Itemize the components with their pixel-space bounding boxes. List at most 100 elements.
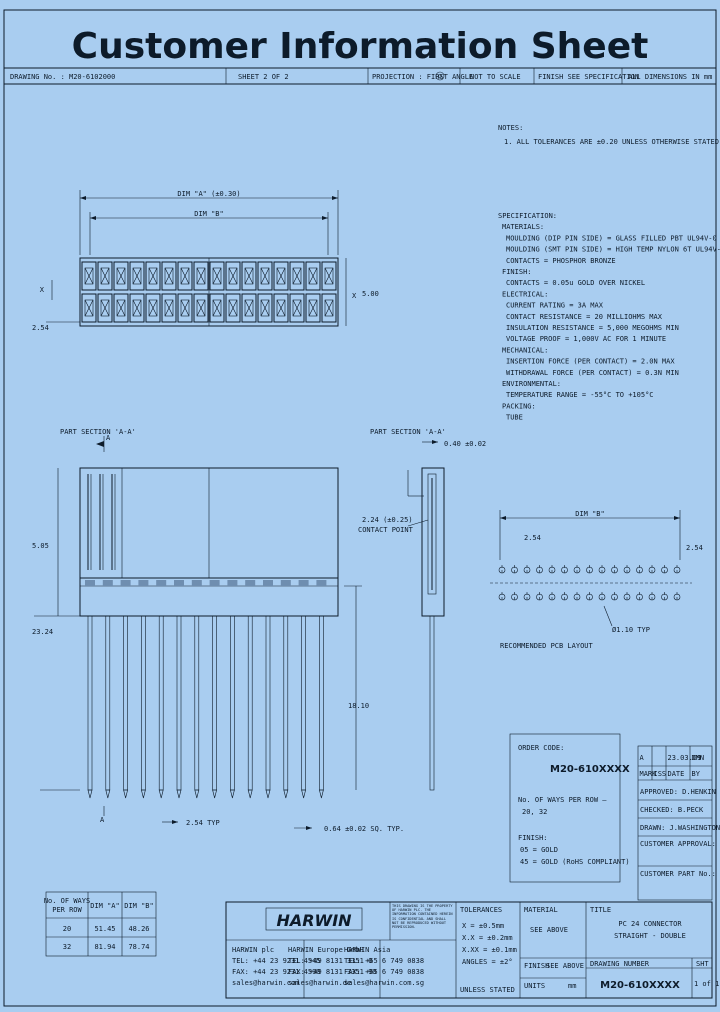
revision-cell: MARK	[640, 770, 658, 778]
header-drawing-no: DRAWING No. : M20-6102000	[10, 73, 115, 81]
pin	[85, 580, 95, 799]
spec-line: CURRENT RATING = 3A MAX	[506, 302, 604, 310]
contact-cell	[113, 261, 129, 291]
order-heading: ORDER CODE:	[518, 744, 564, 752]
header-finish: FINISH SEE SPECIFICATION	[538, 73, 639, 81]
ways-cell: 81.94	[94, 943, 115, 951]
ways-cell: 51.45	[94, 925, 115, 933]
spec-line: PACKING:	[502, 402, 536, 410]
ways-header: DIM "A"	[90, 902, 120, 910]
order-code: M20-610XXXX	[550, 764, 630, 775]
contact-cell	[241, 261, 257, 291]
units-value: mm	[568, 982, 576, 990]
contact-cell	[145, 293, 161, 323]
logo-text: HARWIN	[276, 911, 352, 930]
revision-cell: DATE	[668, 770, 685, 778]
dim-500: 5.00	[362, 290, 379, 298]
dim-2324: 23.24	[32, 628, 53, 636]
revision-block: APPROVED: D.HENKIN CHECKED: B.PECK DRAWN…	[637, 745, 720, 901]
dim-505: 5.05	[32, 542, 49, 550]
contact-cell	[145, 261, 161, 291]
pcb-layout: DIM "B" 2.54 2.54 Ø1.10 TYP RECOMMENDED …	[490, 510, 703, 650]
pcb-caption: RECOMMENDED PCB LAYOUT	[500, 642, 594, 650]
connector-lower-moulding	[79, 577, 339, 617]
ways-header: No. OF WAYS	[44, 897, 90, 905]
contact-cell	[129, 293, 145, 323]
dim-064: 0.64 ±0.02 SQ. TYP.	[324, 825, 404, 833]
spec-line: INSULATION RESISTANCE = 5,000 MEGOHMS MI…	[506, 324, 679, 332]
pin	[191, 580, 202, 799]
spec-line: SPECIFICATION:	[498, 212, 557, 220]
office-line: TEL: +65 6 749 0838	[344, 957, 424, 965]
finish-value-tb: SEE ABOVE	[546, 962, 584, 970]
spec-line: FINISH:	[502, 268, 532, 276]
dim-224: 2.24 (±0.25)	[362, 516, 413, 524]
pin	[263, 580, 273, 799]
pin	[209, 580, 220, 799]
contact-cell	[161, 261, 177, 291]
office-line: FAX: +49 8131 3351 90	[288, 968, 377, 976]
spec-line: ELECTRICAL:	[502, 290, 548, 298]
spec-line: ENVIRONMENTAL:	[502, 380, 561, 388]
section-mark-a-bottom: A	[100, 816, 105, 824]
dim-254-typ: 2.54 TYP	[186, 819, 220, 827]
tolerance-0: X = ±0.5mm	[462, 922, 504, 930]
front-view: PART SECTION 'A-A' A 5.05 23.24 18.10 A …	[32, 428, 404, 833]
dim-254-left: 2.54	[32, 324, 49, 332]
contact-cell	[113, 293, 129, 323]
side-pin	[429, 615, 435, 791]
title-line2: STRAIGHT - DOUBLE	[614, 932, 686, 940]
sheet-value: 1 of 1	[694, 980, 719, 988]
contact-cell	[273, 261, 289, 291]
sheet-label: SHT	[696, 960, 709, 968]
spec-line: CONTACT RESISTANCE = 20 MILLIOHMS MAX	[506, 313, 663, 321]
harwin-logo	[265, 907, 363, 931]
specification-block: SPECIFICATION:MATERIALS:MOULDING (DIP PI…	[498, 212, 720, 422]
contact-cell	[209, 261, 225, 291]
office-line: sales@harwin.com	[232, 979, 299, 987]
office-line: FAX: +44 23 9231 4590	[232, 968, 321, 976]
contact-cell	[273, 293, 289, 323]
pin	[120, 580, 131, 799]
units-label: UNITS	[524, 982, 545, 990]
order-ways-label: No. OF WAYS PER ROW —	[518, 796, 607, 804]
pin	[280, 580, 291, 799]
rev-customer-part: CUSTOMER PART No.:	[640, 870, 716, 878]
tolerance-2: X.XX = ±0.1mm	[462, 946, 517, 954]
dim-040: 0.40 ±0.02	[444, 440, 486, 448]
title-line1: PC 24 CONNECTOR	[618, 920, 682, 928]
spec-line: MECHANICAL:	[502, 346, 548, 354]
office-line: sales@harwin.com.sg	[344, 979, 424, 987]
spec-line: VOLTAGE PROOF = 1,000V AC FOR 1 MINUTE	[506, 335, 666, 343]
contact-cell	[305, 261, 321, 291]
contact-point-label: CONTACT POINT	[358, 526, 414, 534]
svg-text:X: X	[352, 292, 357, 300]
office-line: FAX: +65 6 749 0838	[344, 968, 424, 976]
contact-cell	[193, 261, 209, 291]
dim-1810: 18.10	[348, 702, 369, 710]
contact-cell	[225, 261, 241, 291]
pcb-dim-b: DIM "B"	[575, 510, 605, 518]
contact-cell	[81, 293, 97, 323]
spec-line: MATERIALS:	[502, 223, 544, 231]
spec-line: CONTACTS = 0.05u GOLD OVER NICKEL	[506, 279, 645, 287]
office-line: TEL: +49 8131 3351 0	[288, 957, 372, 965]
side-view: PART SECTION 'A-A' 0.40 ±0.02 2.24 (±0.2…	[358, 428, 486, 791]
dim-b-label: DIM "B"	[194, 210, 224, 218]
contact-cell	[177, 293, 193, 323]
ways-cell: 48.26	[128, 925, 149, 933]
pin	[156, 580, 167, 799]
order-finish-label: FINISH:	[518, 834, 548, 842]
contact-cell	[209, 293, 225, 323]
drawing-number: M20-610XXXX	[600, 980, 680, 991]
rev-checked: CHECKED: B.PECK	[640, 806, 704, 814]
spec-line: INSERTION FORCE (PER CONTACT) = 2.0N MAX	[506, 358, 675, 366]
office-line: HARWIN Asia	[344, 946, 390, 954]
office-line: HARWIN plc	[232, 946, 274, 954]
contact-cell	[321, 261, 337, 291]
ways-cell: 20	[63, 925, 71, 933]
order-finish-45: 45 = GOLD (RoHS COMPLIANT)	[520, 858, 630, 866]
pin	[102, 580, 113, 799]
